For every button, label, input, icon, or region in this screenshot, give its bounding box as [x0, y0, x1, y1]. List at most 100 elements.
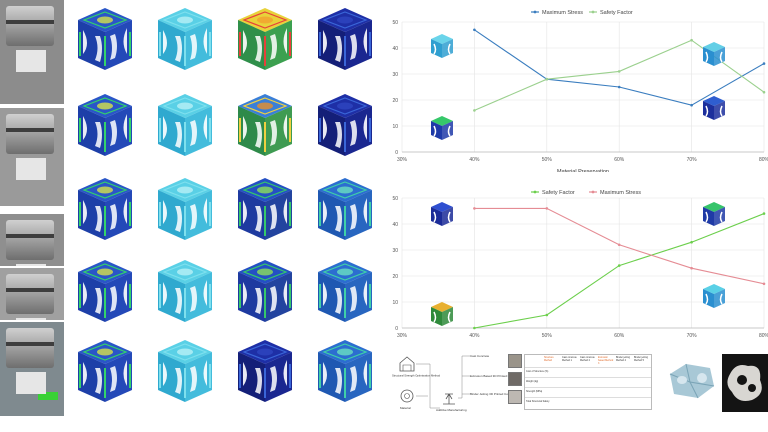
test-photo — [0, 322, 64, 416]
topology-cube — [76, 338, 134, 404]
topology-cube — [316, 176, 374, 242]
chart-cube-thumbnail — [703, 202, 725, 226]
topology-cube — [76, 176, 134, 242]
x-tick-label: 70% — [687, 157, 698, 163]
chart-cube-thumbnail — [703, 284, 725, 308]
workflow-and-table-panel: Structural Strength Optimization Method … — [392, 348, 768, 432]
cast-concrete-label: Cast Concrete — [470, 354, 490, 358]
x-tick-label: 60% — [614, 157, 625, 163]
topology-cube — [236, 176, 294, 242]
x-tick-label: 40% — [469, 333, 480, 339]
topology-cube — [316, 6, 374, 72]
topology-cube — [316, 258, 374, 324]
x-tick-label: 50% — [542, 157, 553, 163]
chart-cube-thumbnail — [431, 302, 453, 326]
table-cell: Weight (kg) — [526, 380, 539, 383]
table-cell: Strength (MPa) — [526, 390, 543, 393]
data-point — [545, 313, 549, 317]
test-photo — [0, 214, 64, 266]
topology-cube — [76, 6, 134, 72]
data-point — [473, 326, 476, 330]
printed-model-render — [664, 356, 720, 404]
y-tick-label: 40 — [392, 46, 398, 52]
svg-text:Safety Factor: Safety Factor — [542, 190, 575, 196]
x-tick-label: 60% — [614, 333, 625, 339]
sample-image-1 — [508, 354, 522, 368]
topology-cube — [156, 258, 214, 324]
extrusion-label: Extrusion Based 3D Printed Concrete — [470, 374, 520, 378]
x-tick-label: 70% — [687, 333, 698, 339]
data-point — [617, 70, 621, 73]
chart-cube-thumbnail — [703, 42, 725, 66]
method-node — [398, 356, 416, 372]
material-node — [398, 388, 416, 404]
table-header-cell: Extrusion based Method 3 — [598, 356, 614, 365]
data-point — [762, 282, 766, 286]
test-photo — [0, 108, 64, 206]
topology-cube — [236, 92, 294, 158]
table-row-divider — [525, 397, 651, 398]
legend-item: Maximum Stress — [589, 190, 641, 196]
topology-cube — [236, 338, 294, 404]
y-tick-label: 30 — [392, 72, 398, 78]
x-tick-label: 30% — [397, 333, 408, 339]
chart-cube-thumbnail — [703, 96, 725, 120]
chart-cube-thumbnail — [431, 116, 453, 140]
table-header-cell: Structure Method — [544, 356, 554, 362]
topology-cube — [156, 338, 214, 404]
data-point — [617, 85, 621, 89]
legend-item: Safety Factor — [531, 190, 575, 196]
material-node-label: Material — [400, 406, 411, 410]
y-tick-label: 0 — [395, 150, 398, 156]
topology-cube — [316, 338, 374, 404]
y-tick-label: 50 — [392, 20, 398, 26]
y-tick-label: 0 — [395, 326, 398, 332]
chart-cube-thumbnail — [431, 202, 453, 226]
data-point — [617, 264, 621, 267]
topology-cube — [156, 92, 214, 158]
additive-node-label: Additive Manufacturing — [436, 408, 467, 412]
test-photo — [0, 0, 64, 104]
data-point — [473, 207, 476, 210]
legend-item: Maximum Stress — [531, 10, 583, 16]
legend-item: Safety Factor — [589, 10, 633, 16]
data-point — [545, 207, 549, 210]
x-tick-label: 40% — [469, 157, 480, 163]
table-cell: Total Structural Safety — [526, 400, 550, 403]
test-photo — [0, 268, 64, 320]
sample-image-3 — [508, 390, 522, 404]
table-header-cell: Cast concrete Method 1 — [562, 356, 577, 362]
table-row-divider — [525, 367, 651, 368]
printed-specimen-photo — [722, 354, 768, 412]
y-tick-label: 20 — [392, 98, 398, 104]
svg-text:Maximum Stress: Maximum Stress — [542, 10, 583, 16]
data-point — [762, 90, 766, 94]
table-row-divider — [525, 387, 651, 388]
data-point — [473, 109, 476, 112]
table-header-cell: Cast concrete Method 2 — [580, 356, 595, 362]
data-point — [545, 77, 549, 81]
sample-image-2 — [508, 372, 522, 386]
x-tick-label: 80% — [759, 333, 768, 339]
data-point — [762, 212, 766, 215]
topology-cube — [76, 92, 134, 158]
x-axis-title: Material Preservation — [557, 169, 609, 172]
topology-cube — [236, 258, 294, 324]
workflow-connectors — [416, 355, 470, 409]
table-header-cell: Binder jetting Method 5 — [634, 356, 648, 362]
table-row-divider — [525, 377, 651, 378]
y-tick-label: 50 — [392, 196, 398, 202]
data-point — [762, 62, 766, 65]
y-tick-label: 10 — [392, 300, 398, 306]
topology-cube — [236, 6, 294, 72]
data-point — [473, 28, 476, 32]
additive-node — [440, 390, 458, 406]
topology-cube — [76, 258, 134, 324]
table-header-cell: Binder jetting Method 4 — [616, 356, 630, 362]
x-tick-label: 80% — [759, 157, 768, 163]
y-tick-label: 40 — [392, 222, 398, 228]
binder-jetting-label: Binder Jetting 3D Printed Concrete — [470, 392, 517, 396]
